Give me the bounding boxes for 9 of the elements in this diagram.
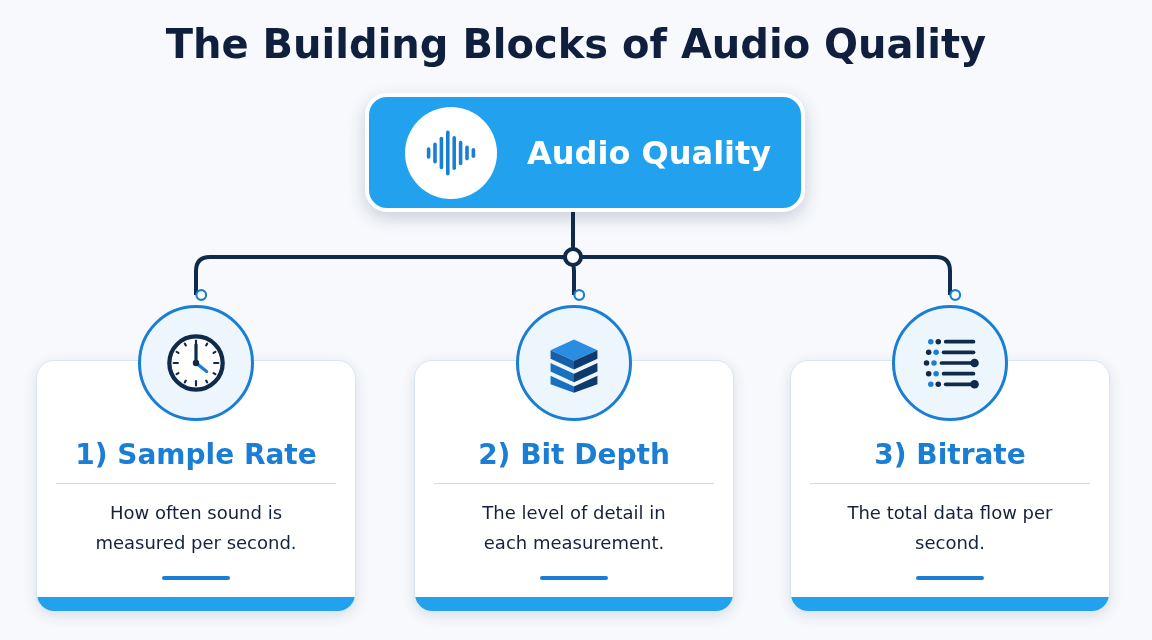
- card-description: The level of detail in each measurement.: [481, 501, 667, 555]
- diagram-title: The Building Blocks of Audio Quality: [165, 21, 987, 67]
- card-description: The total data flow per second.: [846, 501, 1054, 555]
- card-heading: 1) Sample Rate: [75, 437, 317, 473]
- card-heading: 2) Bit Depth: [478, 437, 670, 473]
- main-topic-label: Audio Quality: [527, 132, 772, 174]
- main-topic-box: [365, 93, 805, 212]
- card-description: How often sound is measured per second.: [94, 501, 298, 555]
- card-heading: 3) Bitrate: [874, 437, 1026, 473]
